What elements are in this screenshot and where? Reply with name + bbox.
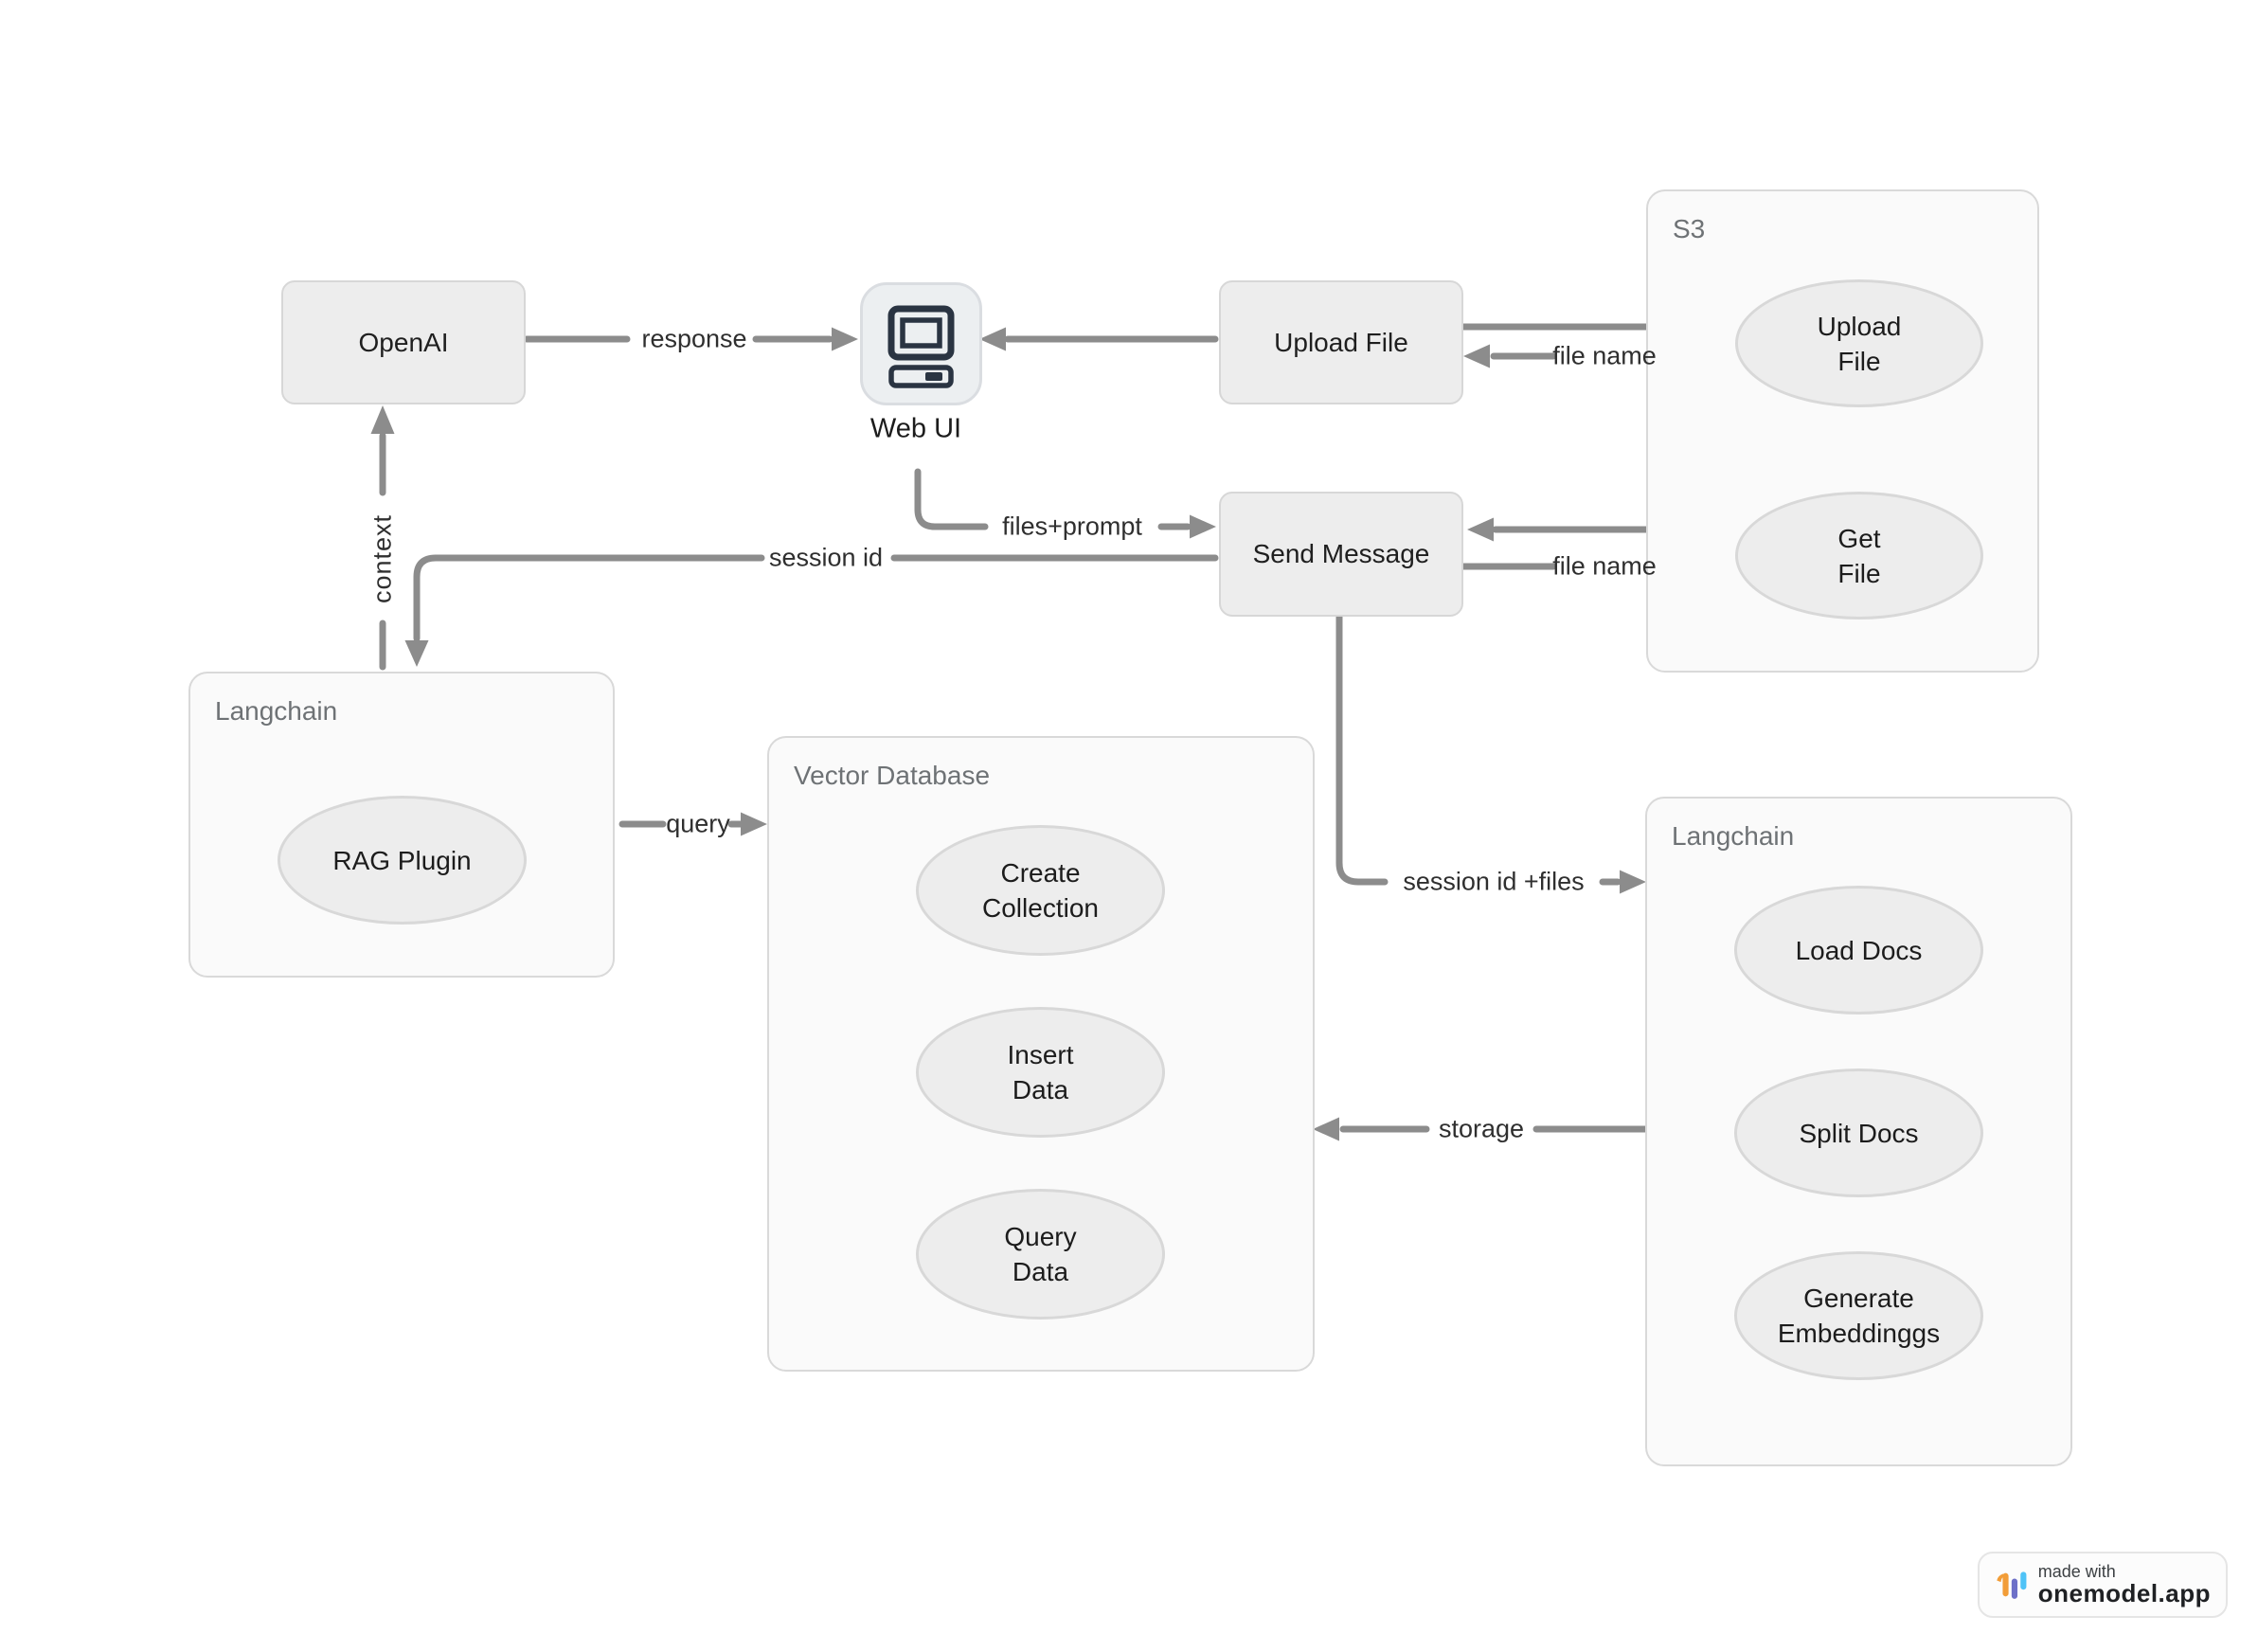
edge-label-file-name-upload: file name <box>1552 341 1657 370</box>
group-s3-label: S3 <box>1673 214 1706 243</box>
node-openai-label: OpenAI <box>358 327 449 357</box>
badge-made-with: made with <box>2037 1561 2116 1581</box>
node-upload-file-label: Upload File <box>1274 327 1408 357</box>
edge-context-arrowhead <box>370 405 395 434</box>
edge-filesprompt-arrowhead <box>1190 514 1216 539</box>
node-upload-file: Upload File <box>1219 280 1463 404</box>
node-openai: OpenAI <box>281 280 526 404</box>
edge-label-storage: storage <box>1438 1114 1525 1143</box>
edge-label-file-name-get: file name <box>1552 551 1657 581</box>
edge-response-arrowhead <box>832 327 858 351</box>
edge-query-arrowhead <box>741 812 767 836</box>
edge-sessionfiles-line1 <box>1335 612 1389 886</box>
badge-brand: onemodel.app <box>2037 1578 2211 1607</box>
node-rag-plugin-label: RAG Plugin <box>332 845 472 875</box>
edge-sessionfiles-arrowhead <box>1620 870 1646 894</box>
group-vector-database-label: Vector Database <box>794 761 991 790</box>
edge-storage-arrowhead <box>1313 1117 1339 1141</box>
edge-sessionid-line2 <box>413 554 765 642</box>
group-langchain-right-label: Langchain <box>1672 821 1795 851</box>
node-query-data: Query Data <box>916 1189 1165 1320</box>
node-generate-embeddings-label: Generate Embeddinggs <box>1777 1284 1941 1348</box>
edge-filename-upload-arrowhead <box>1463 344 1490 368</box>
node-split-docs-label: Split Docs <box>1799 1118 1919 1148</box>
edge-sessionid-arrowhead <box>404 640 429 667</box>
onemodel-badge-text: made with onemodel.app <box>2038 1563 2211 1607</box>
node-insert-data-label: Insert Data <box>1007 1040 1074 1104</box>
edge-getfile-send-arrowhead <box>1467 517 1494 542</box>
node-load-docs: Load Docs <box>1734 886 1983 1015</box>
edge-label-session-id: session id <box>768 543 884 572</box>
node-insert-data: Insert Data <box>916 1007 1165 1138</box>
node-generate-embeddings: Generate Embeddinggs <box>1734 1251 1983 1380</box>
edge-filesprompt-line1 <box>914 468 989 530</box>
node-rag-plugin: RAG Plugin <box>278 796 527 925</box>
node-s3-upload-file: Upload File <box>1735 279 1983 407</box>
node-create-collection: Create Collection <box>916 825 1165 956</box>
node-s3-get-file: Get File <box>1735 492 1983 620</box>
node-send-message: Send Message <box>1219 492 1463 617</box>
node-query-data-label: Query Data <box>1004 1222 1077 1286</box>
node-s3-upload-file-label: Upload File <box>1817 311 1902 376</box>
edge-uploadfile-webui-arrowhead <box>979 327 1006 351</box>
onemodel-badge[interactable]: made with onemodel.app <box>1978 1552 2228 1618</box>
edge-label-query: query <box>666 809 730 838</box>
node-web-ui <box>860 282 982 405</box>
node-create-collection-label: Create Collection <box>982 858 1099 923</box>
edge-label-files-prompt: files+prompt <box>1002 512 1142 541</box>
onemodel-logo-icon <box>1997 1571 2027 1599</box>
node-send-message-label: Send Message <box>1252 539 1430 568</box>
group-langchain-left-label: Langchain <box>215 696 338 726</box>
computer-icon <box>887 305 955 388</box>
node-web-ui-label: Web UI <box>869 413 962 444</box>
edge-label-response: response <box>641 324 747 353</box>
node-load-docs-label: Load Docs <box>1795 935 1923 965</box>
edge-label-context: context <box>367 513 397 604</box>
node-split-docs: Split Docs <box>1734 1068 1983 1197</box>
edge-label-session-id-files: session id +files <box>1403 867 1585 896</box>
node-s3-get-file-label: Get File <box>1837 523 1881 588</box>
